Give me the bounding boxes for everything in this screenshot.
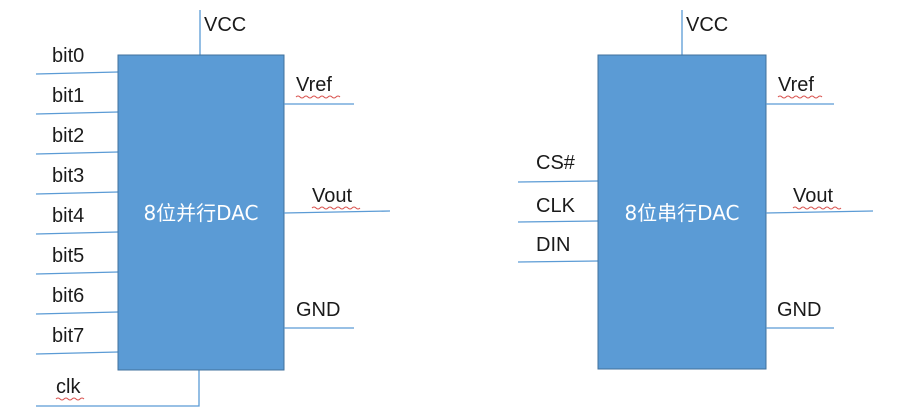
serial-vref-spellcheck: [777, 95, 823, 99]
parallel-vout-label: Vout: [312, 185, 352, 207]
serial-din-wire: [517, 260, 599, 263]
serial-vcc-label: VCC: [686, 14, 728, 36]
parallel-bit6-label: bit6: [52, 285, 84, 307]
parallel-gnd-label: GND: [296, 299, 340, 321]
parallel-bit3-label: bit3: [52, 165, 84, 187]
parallel-dac: VCC bit0 bit1 bit2 bit3 bit4 bit5 bit6 b…: [35, 10, 391, 407]
parallel-bit0-wire: [35, 71, 119, 75]
parallel-vout-wire: [283, 210, 391, 214]
serial-vref-label: Vref: [778, 74, 814, 96]
serial-dac-chip: [597, 54, 767, 370]
serial-dac: VCC CS# CLK DIN 8位串行DAC Vref Vout GND: [517, 10, 874, 370]
serial-input-labels: CS# CLK DIN: [536, 152, 576, 256]
serial-cs-wire: [517, 180, 599, 183]
serial-input-wires: [517, 180, 599, 263]
parallel-vref-label: Vref: [296, 74, 332, 96]
parallel-clk-spellcheck: [55, 397, 85, 401]
serial-dac-title: 8位串行DAC: [624, 201, 739, 225]
parallel-bit2-label: bit2: [52, 125, 84, 147]
parallel-bit6-wire: [35, 311, 119, 315]
serial-gnd-label: GND: [777, 299, 821, 321]
serial-vout-label: Vout: [793, 185, 833, 207]
parallel-bit7-label: bit7: [52, 325, 84, 347]
parallel-bit2-wire: [35, 151, 119, 155]
parallel-bit5-label: bit5: [52, 245, 84, 267]
parallel-vref-spellcheck: [295, 95, 341, 99]
parallel-vcc-label: VCC: [204, 14, 246, 36]
serial-din-label: DIN: [536, 234, 570, 256]
parallel-bit5-wire: [35, 271, 119, 275]
parallel-bit4-wire: [35, 231, 119, 235]
parallel-bit7-wire: [35, 351, 119, 355]
serial-cs-label: CS#: [536, 152, 576, 174]
serial-clk-wire: [517, 220, 599, 223]
parallel-bit1-wire: [35, 111, 119, 115]
parallel-bit1-label: bit1: [52, 85, 84, 107]
parallel-bit3-wire: [35, 191, 119, 195]
serial-vout-spellcheck: [792, 206, 842, 210]
serial-clk-label: CLK: [536, 195, 576, 217]
parallel-bit4-label: bit4: [52, 205, 84, 227]
parallel-dac-title: 8位并行DAC: [143, 201, 258, 225]
parallel-dac-chip: [117, 54, 285, 371]
parallel-input-labels: bit0 bit1 bit2 bit3 bit4 bit5 bit6 bit7: [52, 45, 84, 347]
parallel-input-wires: [35, 71, 119, 355]
serial-vout-wire: [765, 210, 874, 214]
parallel-bit0-label: bit0: [52, 45, 84, 67]
parallel-clk-wire: [36, 370, 200, 407]
parallel-vout-spellcheck: [311, 206, 361, 210]
parallel-clk-label: clk: [56, 376, 81, 398]
